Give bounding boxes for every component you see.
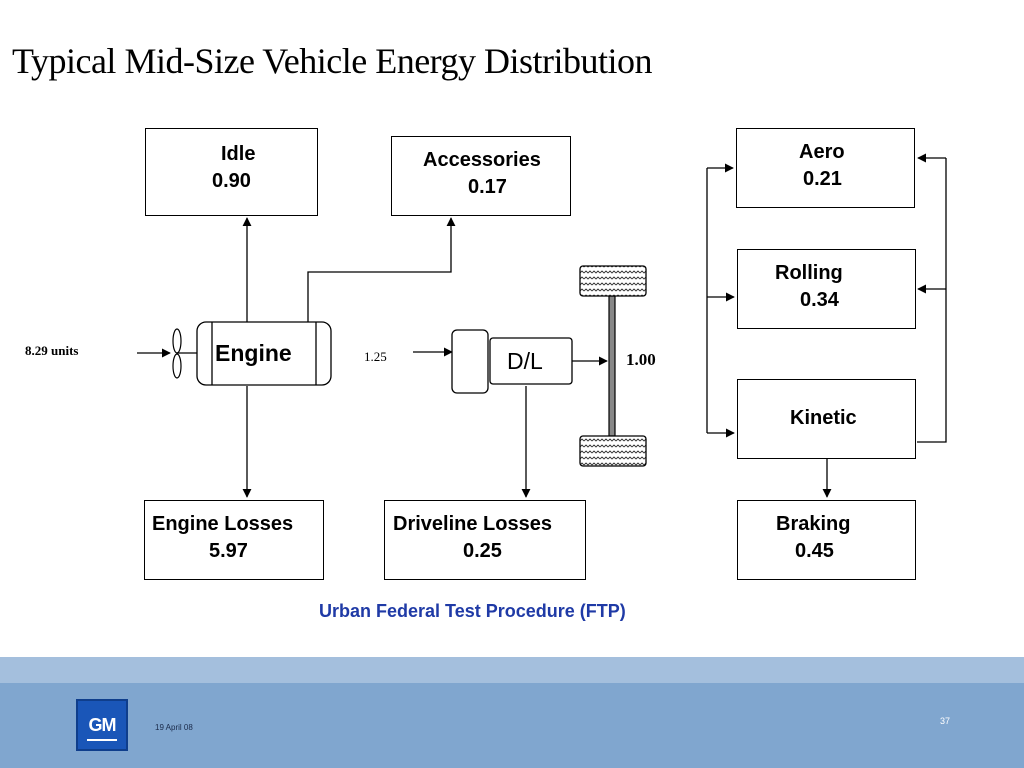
wheel-bottom — [579, 435, 647, 467]
driveline-input-label: 1.25 — [364, 349, 387, 364]
driveline-losses-value: 0.25 — [463, 540, 502, 562]
wheel-top — [579, 265, 647, 297]
dl-box — [489, 337, 573, 385]
driveline-losses-box: Driveline Losses 0.25 — [384, 500, 586, 580]
driveline-losses-label: Driveline Losses — [393, 513, 552, 535]
accessories-box: Accessories 0.17 — [391, 136, 571, 216]
footer-date: 19 April 08 — [155, 723, 193, 732]
aero-label: Aero — [799, 141, 845, 163]
engine-losses-box: Engine Losses 5.97 — [144, 500, 324, 580]
diagram-caption: Urban Federal Test Procedure (FTP) — [319, 601, 626, 621]
braking-box: Braking 0.45 — [737, 500, 916, 580]
idle-box: Idle 0.90 — [145, 128, 318, 216]
braking-label: Braking — [776, 513, 851, 535]
kinetic-box: Kinetic — [737, 379, 916, 459]
diagram-connectors — [137, 153, 947, 498]
engine-shaft-symbol — [172, 328, 197, 379]
engine-label: Engine — [215, 340, 292, 366]
rolling-box: Rolling 0.34 — [737, 249, 916, 329]
aero-value: 0.21 — [803, 168, 842, 190]
dl-label: D/L — [507, 348, 543, 374]
gm-logo: GM — [76, 699, 128, 751]
idle-label: Idle — [221, 143, 256, 165]
footer-band-light — [0, 657, 1024, 683]
rolling-label: Rolling — [775, 262, 843, 284]
transmission-block — [451, 329, 489, 394]
axle — [608, 295, 616, 437]
braking-value: 0.45 — [795, 540, 834, 562]
idle-value: 0.90 — [212, 170, 251, 192]
engine-losses-value: 5.97 — [209, 540, 248, 562]
accessories-value: 0.17 — [468, 176, 507, 198]
gm-logo-text: GM — [88, 715, 117, 735]
rolling-value: 0.34 — [800, 289, 839, 311]
kinetic-label: Kinetic — [790, 407, 857, 429]
page-number: 37 — [940, 716, 951, 726]
arrow-engine-to-accessories — [307, 217, 456, 322]
accessories-label: Accessories — [423, 149, 541, 171]
engine-block — [196, 321, 332, 386]
wheel-output-label: 1.00 — [626, 350, 656, 369]
input-energy-label: 8.29 units — [25, 343, 79, 358]
aero-box: Aero 0.21 — [736, 128, 915, 208]
slide-title: Typical Mid-Size Vehicle Energy Distribu… — [12, 41, 653, 81]
engine-losses-label: Engine Losses — [152, 513, 294, 535]
footer-band — [0, 683, 1024, 768]
